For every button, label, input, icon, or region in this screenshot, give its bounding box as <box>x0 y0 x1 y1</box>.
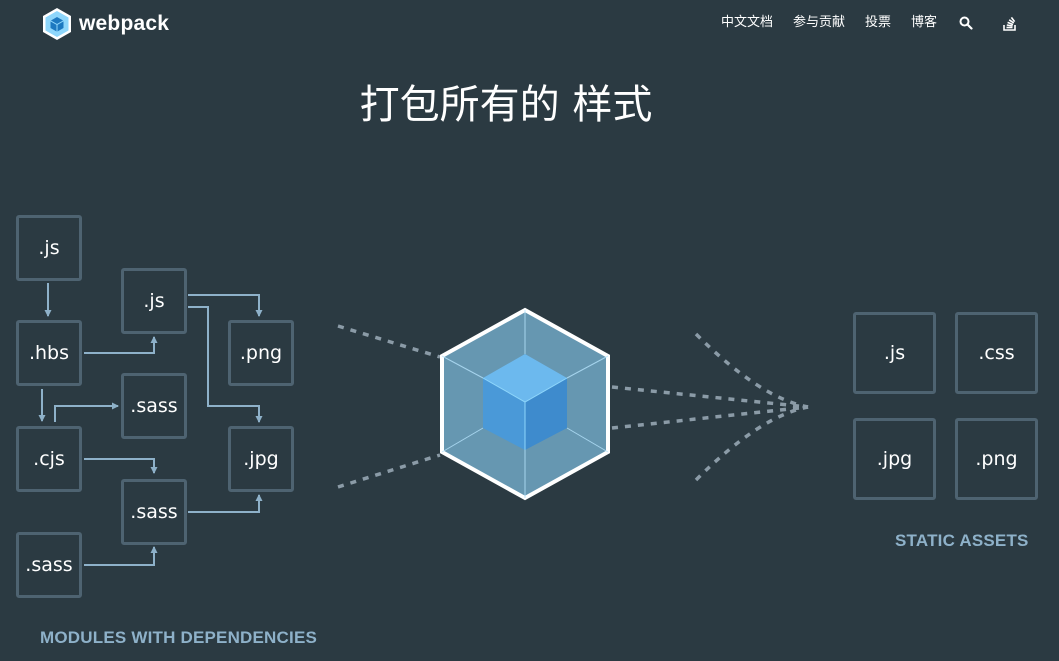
asset-box: .js <box>853 312 936 394</box>
nav-docs[interactable]: 中文文档 <box>720 15 773 30</box>
module-box: .cjs <box>16 426 82 492</box>
page-headline: 打包所有的 样式 <box>359 82 653 128</box>
module-box: .sass <box>121 479 187 545</box>
logo-text: webpack <box>79 12 170 35</box>
nav-blog[interactable]: 博客 <box>910 15 937 30</box>
assets-caption: STATIC ASSETS <box>895 531 1029 550</box>
asset-box: .jpg <box>853 418 936 500</box>
module-box: .sass <box>16 532 82 598</box>
logo[interactable]: webpack <box>40 7 169 41</box>
nav-vote[interactable]: 投票 <box>864 15 891 30</box>
stackoverflow-icon[interactable] <box>1001 14 1019 32</box>
nav-contribute[interactable]: 参与贡献 <box>792 15 845 30</box>
module-box: .js <box>16 215 82 281</box>
module-box: .hbs <box>16 320 82 386</box>
search-icon[interactable] <box>957 14 975 32</box>
webpack-cube-icon <box>440 307 610 501</box>
asset-box: .png <box>955 418 1038 500</box>
asset-box: .css <box>955 312 1038 394</box>
webpack-logo-icon <box>43 8 71 40</box>
module-box: .sass <box>121 373 187 439</box>
module-box: .js <box>121 268 187 334</box>
module-box: .jpg <box>228 426 294 492</box>
modules-caption: MODULES WITH DEPENDENCIES <box>40 628 318 647</box>
main-nav: 中文文档 参与贡献 投票 博客 <box>701 14 1019 32</box>
site-header: webpack 中文文档 参与贡献 投票 博客 <box>0 0 1059 48</box>
module-box: .png <box>228 320 294 386</box>
